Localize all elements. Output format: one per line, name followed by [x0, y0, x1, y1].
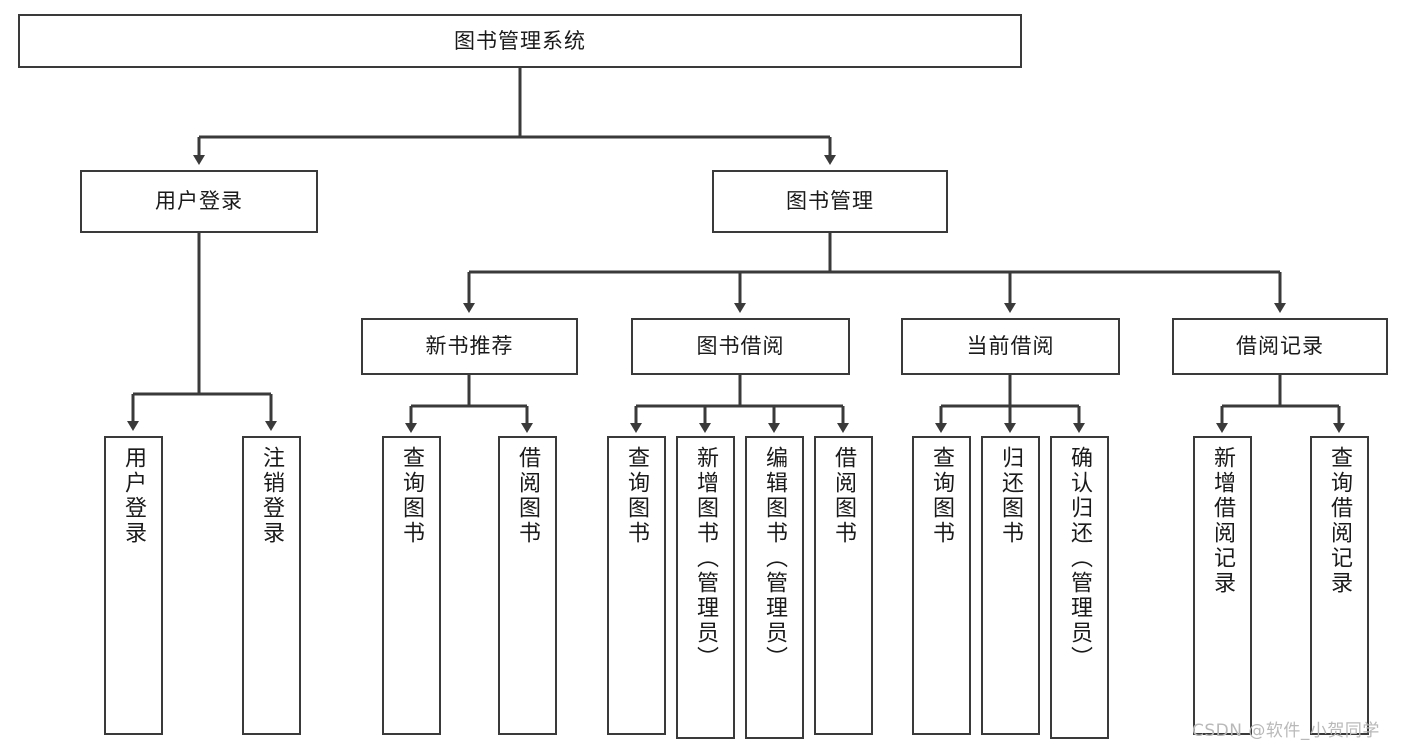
node-root-label: 图书管理系统: [454, 28, 586, 53]
leaf-user-login-login[interactable]: 用户登录: [104, 436, 163, 735]
node-user-login[interactable]: 用户登录: [80, 170, 318, 233]
node-borrow-record-label: 借阅记录: [1236, 334, 1324, 359]
leaf-new-book-borrow[interactable]: 借阅图书: [498, 436, 557, 735]
leaf-label: 借阅图书: [515, 446, 541, 546]
leaf-borrow-borrow-book[interactable]: 借阅图书: [814, 436, 873, 735]
leaf-label: 新增借阅记录: [1210, 446, 1236, 596]
leaf-label: 归还图书: [998, 446, 1024, 546]
leaf-current-return-book[interactable]: 归还图书: [981, 436, 1040, 735]
node-new-book-recommend-label: 新书推荐: [425, 334, 514, 359]
leaf-new-book-query[interactable]: 查询图书: [382, 436, 441, 735]
node-new-book-recommend[interactable]: 新书推荐: [361, 318, 578, 375]
leaf-label: 查询图书: [399, 446, 425, 546]
node-borrow-record[interactable]: 借阅记录: [1172, 318, 1388, 375]
leaf-current-confirm-return-admin[interactable]: 确认归还（管理员）: [1050, 436, 1109, 739]
leaf-label: 借阅图书: [831, 446, 857, 546]
leaf-record-query-record[interactable]: 查询借阅记录: [1310, 436, 1369, 735]
leaf-user-login-logout[interactable]: 注销登录: [242, 436, 301, 735]
leaf-label: 注销登录: [259, 446, 285, 546]
node-book-management[interactable]: 图书管理: [712, 170, 948, 233]
leaf-current-query-book[interactable]: 查询图书: [912, 436, 971, 735]
leaf-label: 编辑图书（管理员）: [762, 446, 788, 671]
leaf-borrow-edit-book-admin[interactable]: 编辑图书（管理员）: [745, 436, 804, 739]
node-book-borrow[interactable]: 图书借阅: [631, 318, 850, 375]
node-root[interactable]: 图书管理系统: [18, 14, 1022, 68]
leaf-borrow-query-book[interactable]: 查询图书: [607, 436, 666, 735]
leaf-borrow-add-book-admin[interactable]: 新增图书（管理员）: [676, 436, 735, 739]
leaf-label: 查询图书: [624, 446, 650, 546]
node-user-login-label: 用户登录: [155, 189, 243, 214]
csdn-watermark: CSDN @软件_小贺同学: [1192, 721, 1380, 741]
leaf-record-add-record[interactable]: 新增借阅记录: [1193, 436, 1252, 735]
leaf-label: 查询图书: [929, 446, 955, 546]
leaf-label: 用户登录: [121, 446, 147, 546]
node-current-borrow-label: 当前借阅: [966, 334, 1055, 359]
leaf-label: 新增图书（管理员）: [693, 446, 719, 671]
node-current-borrow[interactable]: 当前借阅: [901, 318, 1120, 375]
leaf-label: 查询借阅记录: [1327, 446, 1353, 596]
node-book-borrow-label: 图书借阅: [696, 334, 785, 359]
node-book-management-label: 图书管理: [786, 189, 874, 214]
leaf-label: 确认归还（管理员）: [1067, 446, 1093, 671]
